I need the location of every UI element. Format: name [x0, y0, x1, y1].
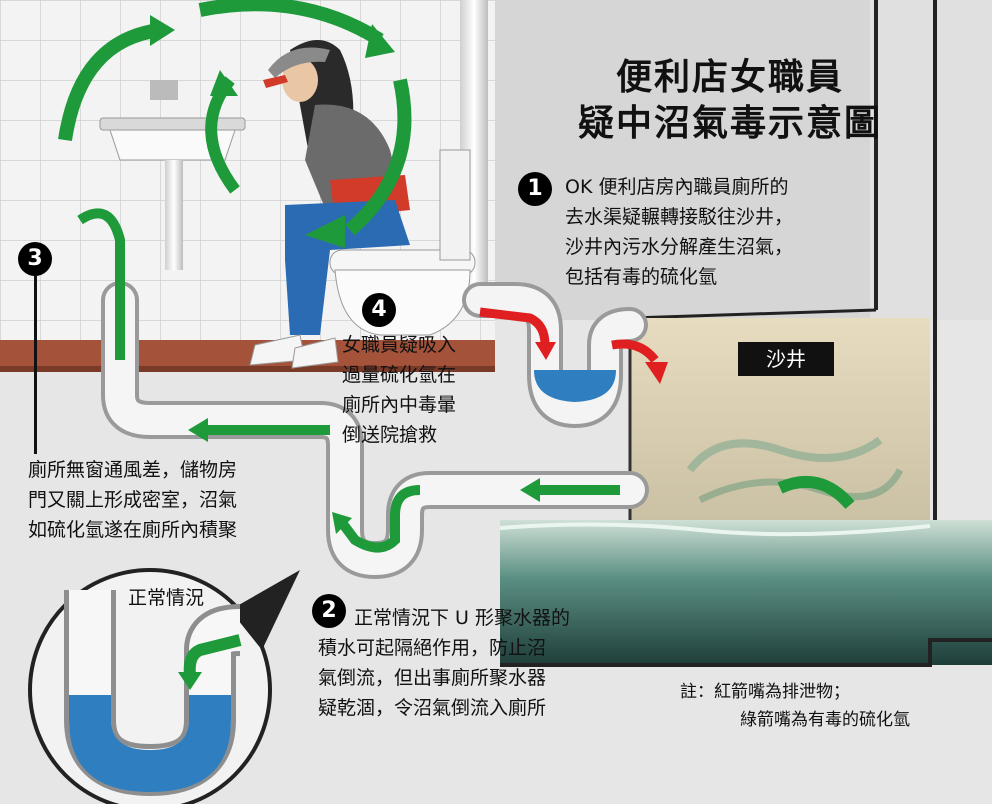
step-2-line: 正常情況下 U 形聚水器的: [354, 607, 570, 629]
step-4-line: 倒送院搶救: [342, 424, 438, 446]
note-line-2: 綠箭嘴為有毒的硫化氫: [740, 710, 910, 730]
step-2-badge: 2: [312, 594, 346, 628]
title-line-1: 便利店女職員: [615, 57, 844, 98]
step-2-line: 疑乾涸，令沼氣倒流入廁所: [318, 697, 547, 719]
step-3-leader: [34, 276, 37, 454]
normal-situation-label: 正常情況: [128, 587, 205, 609]
step-1-line: 包括有毒的硫化氫: [565, 266, 718, 288]
step-3-line: 門又關上形成密室，沼氣: [28, 489, 238, 511]
step-3-text: 廁所無窗通風差，儲物房 門又關上形成密室，沼氣 如硫化氫遂在廁所內積聚: [28, 455, 318, 545]
step-4-badge: 4: [362, 293, 396, 327]
step-4-line: 女職員疑吸入: [342, 334, 457, 356]
sewage: [500, 520, 992, 665]
diagram-title: 便利店女職員 疑中沼氣毒示意圖: [565, 55, 895, 147]
step-2-text: 正常情況下 U 形聚水器的 積水可起隔絕作用，防止沼 氣倒流，但出事廁所聚水器 …: [318, 603, 638, 723]
partition-wall: [495, 0, 880, 320]
step-1-line: 去水渠疑輾轉接駁往沙井，: [565, 206, 794, 228]
step-1-line: OK 便利店房內職員廁所的: [565, 176, 789, 198]
step-4-line: 廁所內中毒暈: [342, 394, 457, 416]
step-1-text: OK 便利店房內職員廁所的 去水渠疑輾轉接駁往沙井， 沙井內污水分解產生沼氣， …: [565, 172, 865, 292]
step-3-line: 廁所無窗通風差，儲物房: [28, 459, 238, 481]
floor: [0, 340, 495, 370]
step-4-text: 女職員疑吸入 過量硫化氫在 廁所內中毒暈 倒送院搶救: [342, 330, 512, 450]
step-1-line: 沙井內污水分解產生沼氣，: [565, 236, 794, 258]
step-1-badge: 1: [518, 172, 552, 206]
title-line-2: 疑中沼氣毒示意圖: [577, 103, 882, 144]
note-line-1: 註：紅箭嘴為排泄物；: [680, 682, 850, 702]
step-3-badge: 3: [18, 242, 52, 276]
step-2-line: 積水可起隔絕作用，防止沼: [318, 637, 547, 659]
step-4-line: 過量硫化氫在: [342, 364, 457, 386]
step-3-line: 如硫化氫遂在廁所內積聚: [28, 519, 238, 541]
manhole-label: 沙井: [738, 342, 834, 376]
legend-note: 註：紅箭嘴為排泄物； 綠箭嘴為有毒的硫化氫: [680, 678, 980, 734]
step-2-line: 氣倒流，但出事廁所聚水器: [318, 667, 547, 689]
normal-inset: [28, 568, 300, 804]
